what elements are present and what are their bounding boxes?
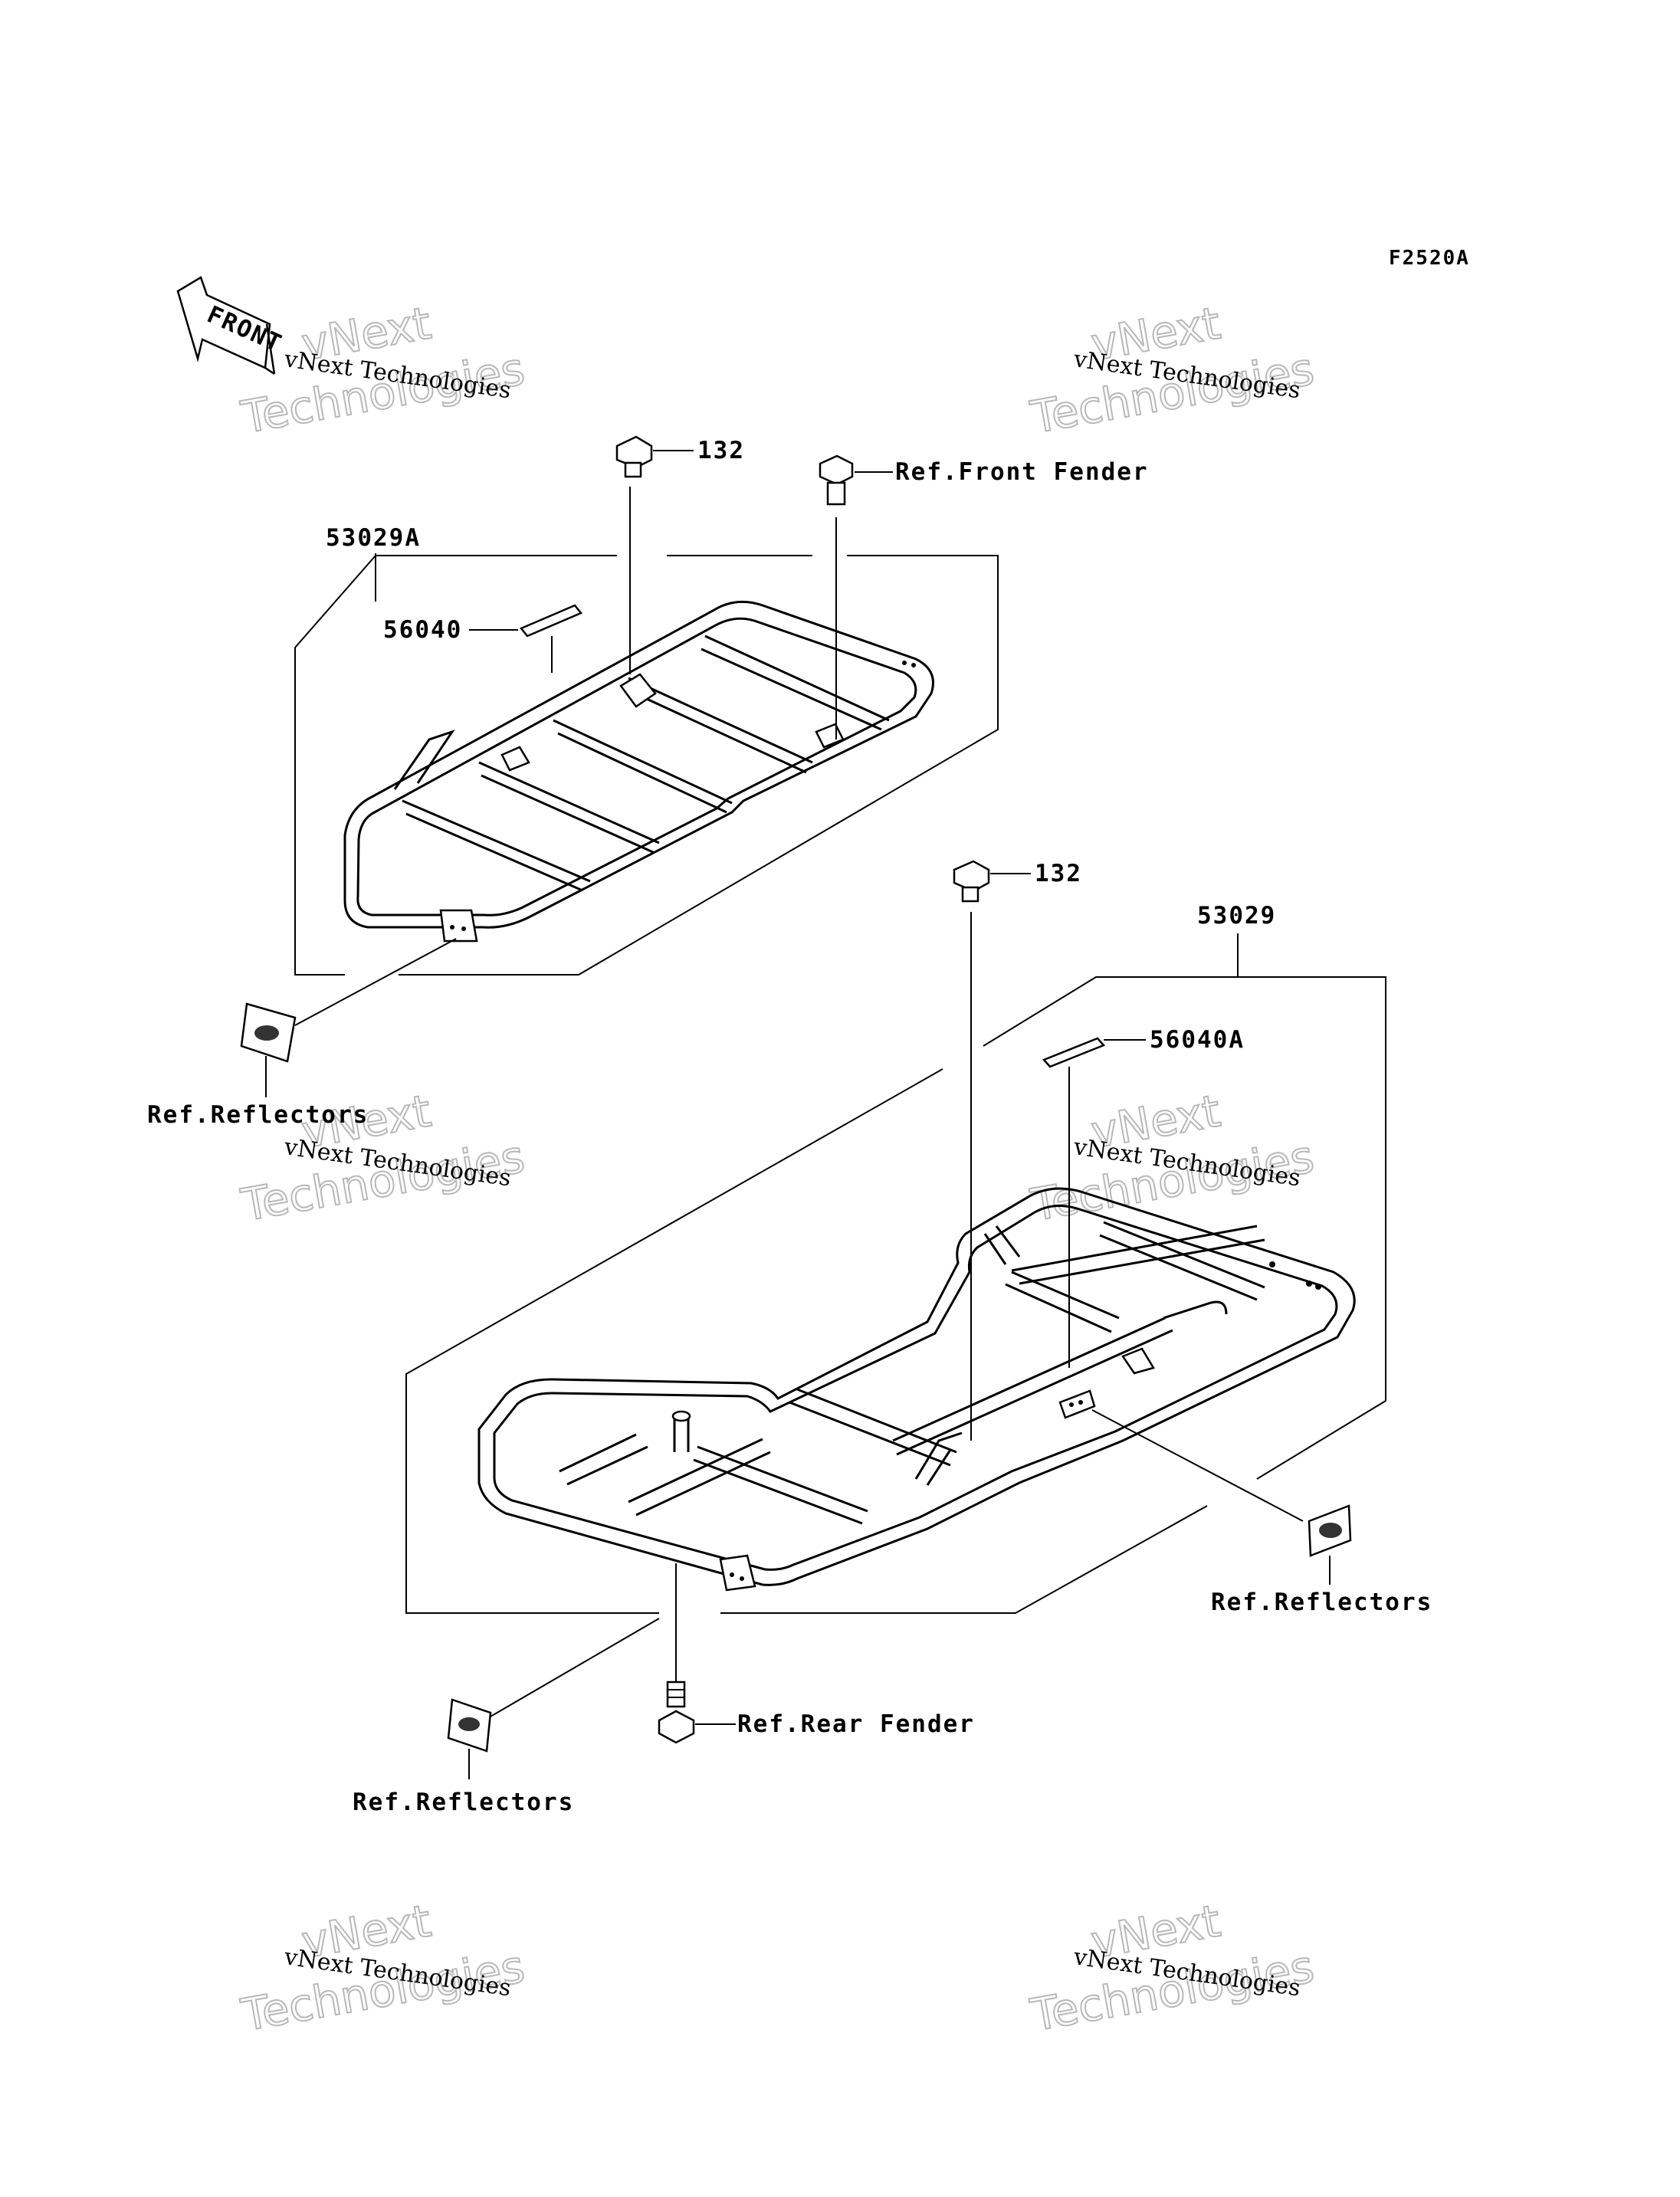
- label-56040a: 56040A: [1150, 1026, 1245, 1054]
- label-ref-rear-fender: Ref.Rear Fender: [737, 1710, 975, 1738]
- front-carrier-rack: [343, 600, 934, 943]
- watermark-bottom-right: vNext Technologies vNext Technologies: [1026, 1894, 1319, 2042]
- label-ref-reflectors-rear-right: Ref.Reflectors: [1211, 1589, 1432, 1616]
- rear-carrier-rack: [477, 1187, 1356, 1592]
- label-ref-reflectors-front: Ref.Reflectors: [147, 1101, 369, 1129]
- watermark-bottom-left: vNext Technologies vNext Technologies: [237, 1894, 530, 2042]
- callout-53029: 53029: [1197, 902, 1276, 977]
- callout-53029a: 53029A: [326, 524, 421, 602]
- reflector-rear-right: Ref.Reflectors: [1091, 1409, 1432, 1616]
- watermark-top-left: vNext Technologies vNext Technologies: [237, 296, 530, 444]
- diagram-code: F2520A: [1389, 247, 1470, 270]
- front-arrow-label: FRONT: [203, 300, 287, 358]
- front-carrier-bracket: [294, 555, 999, 976]
- callout-56040: 56040: [383, 604, 583, 673]
- rear-fender-bolt: Ref.Rear Fender: [658, 1563, 975, 1744]
- rear-carrier-bracket: [405, 967, 1386, 1614]
- label-56040: 56040: [383, 616, 462, 644]
- callout-56040a: 56040A: [1042, 1026, 1245, 1368]
- front-arrow-icon: FRONT: [176, 276, 287, 375]
- label-bolt-132-rear: 132: [1035, 860, 1082, 887]
- reflector-front: Ref.Reflectors: [147, 938, 457, 1129]
- label-ref-reflectors-rear-left: Ref.Reflectors: [353, 1789, 574, 1816]
- label-53029a: 53029A: [326, 524, 421, 552]
- label-ref-front-fender: Ref.Front Fender: [895, 458, 1149, 486]
- label-bolt-132-front: 132: [697, 437, 745, 464]
- watermark-top-right: vNext Technologies vNext Technologies: [1026, 296, 1319, 444]
- bolt-132-rear: 132: [953, 860, 1082, 1441]
- reflector-rear-left: Ref.Reflectors: [353, 1618, 660, 1816]
- label-53029: 53029: [1197, 902, 1276, 930]
- front-fender-bolt: Ref.Front Fender: [819, 454, 1149, 739]
- bolt-132-front: 132: [615, 435, 745, 674]
- watermark-middle-right: vNext Technologies vNext Technologies: [1026, 1084, 1319, 1232]
